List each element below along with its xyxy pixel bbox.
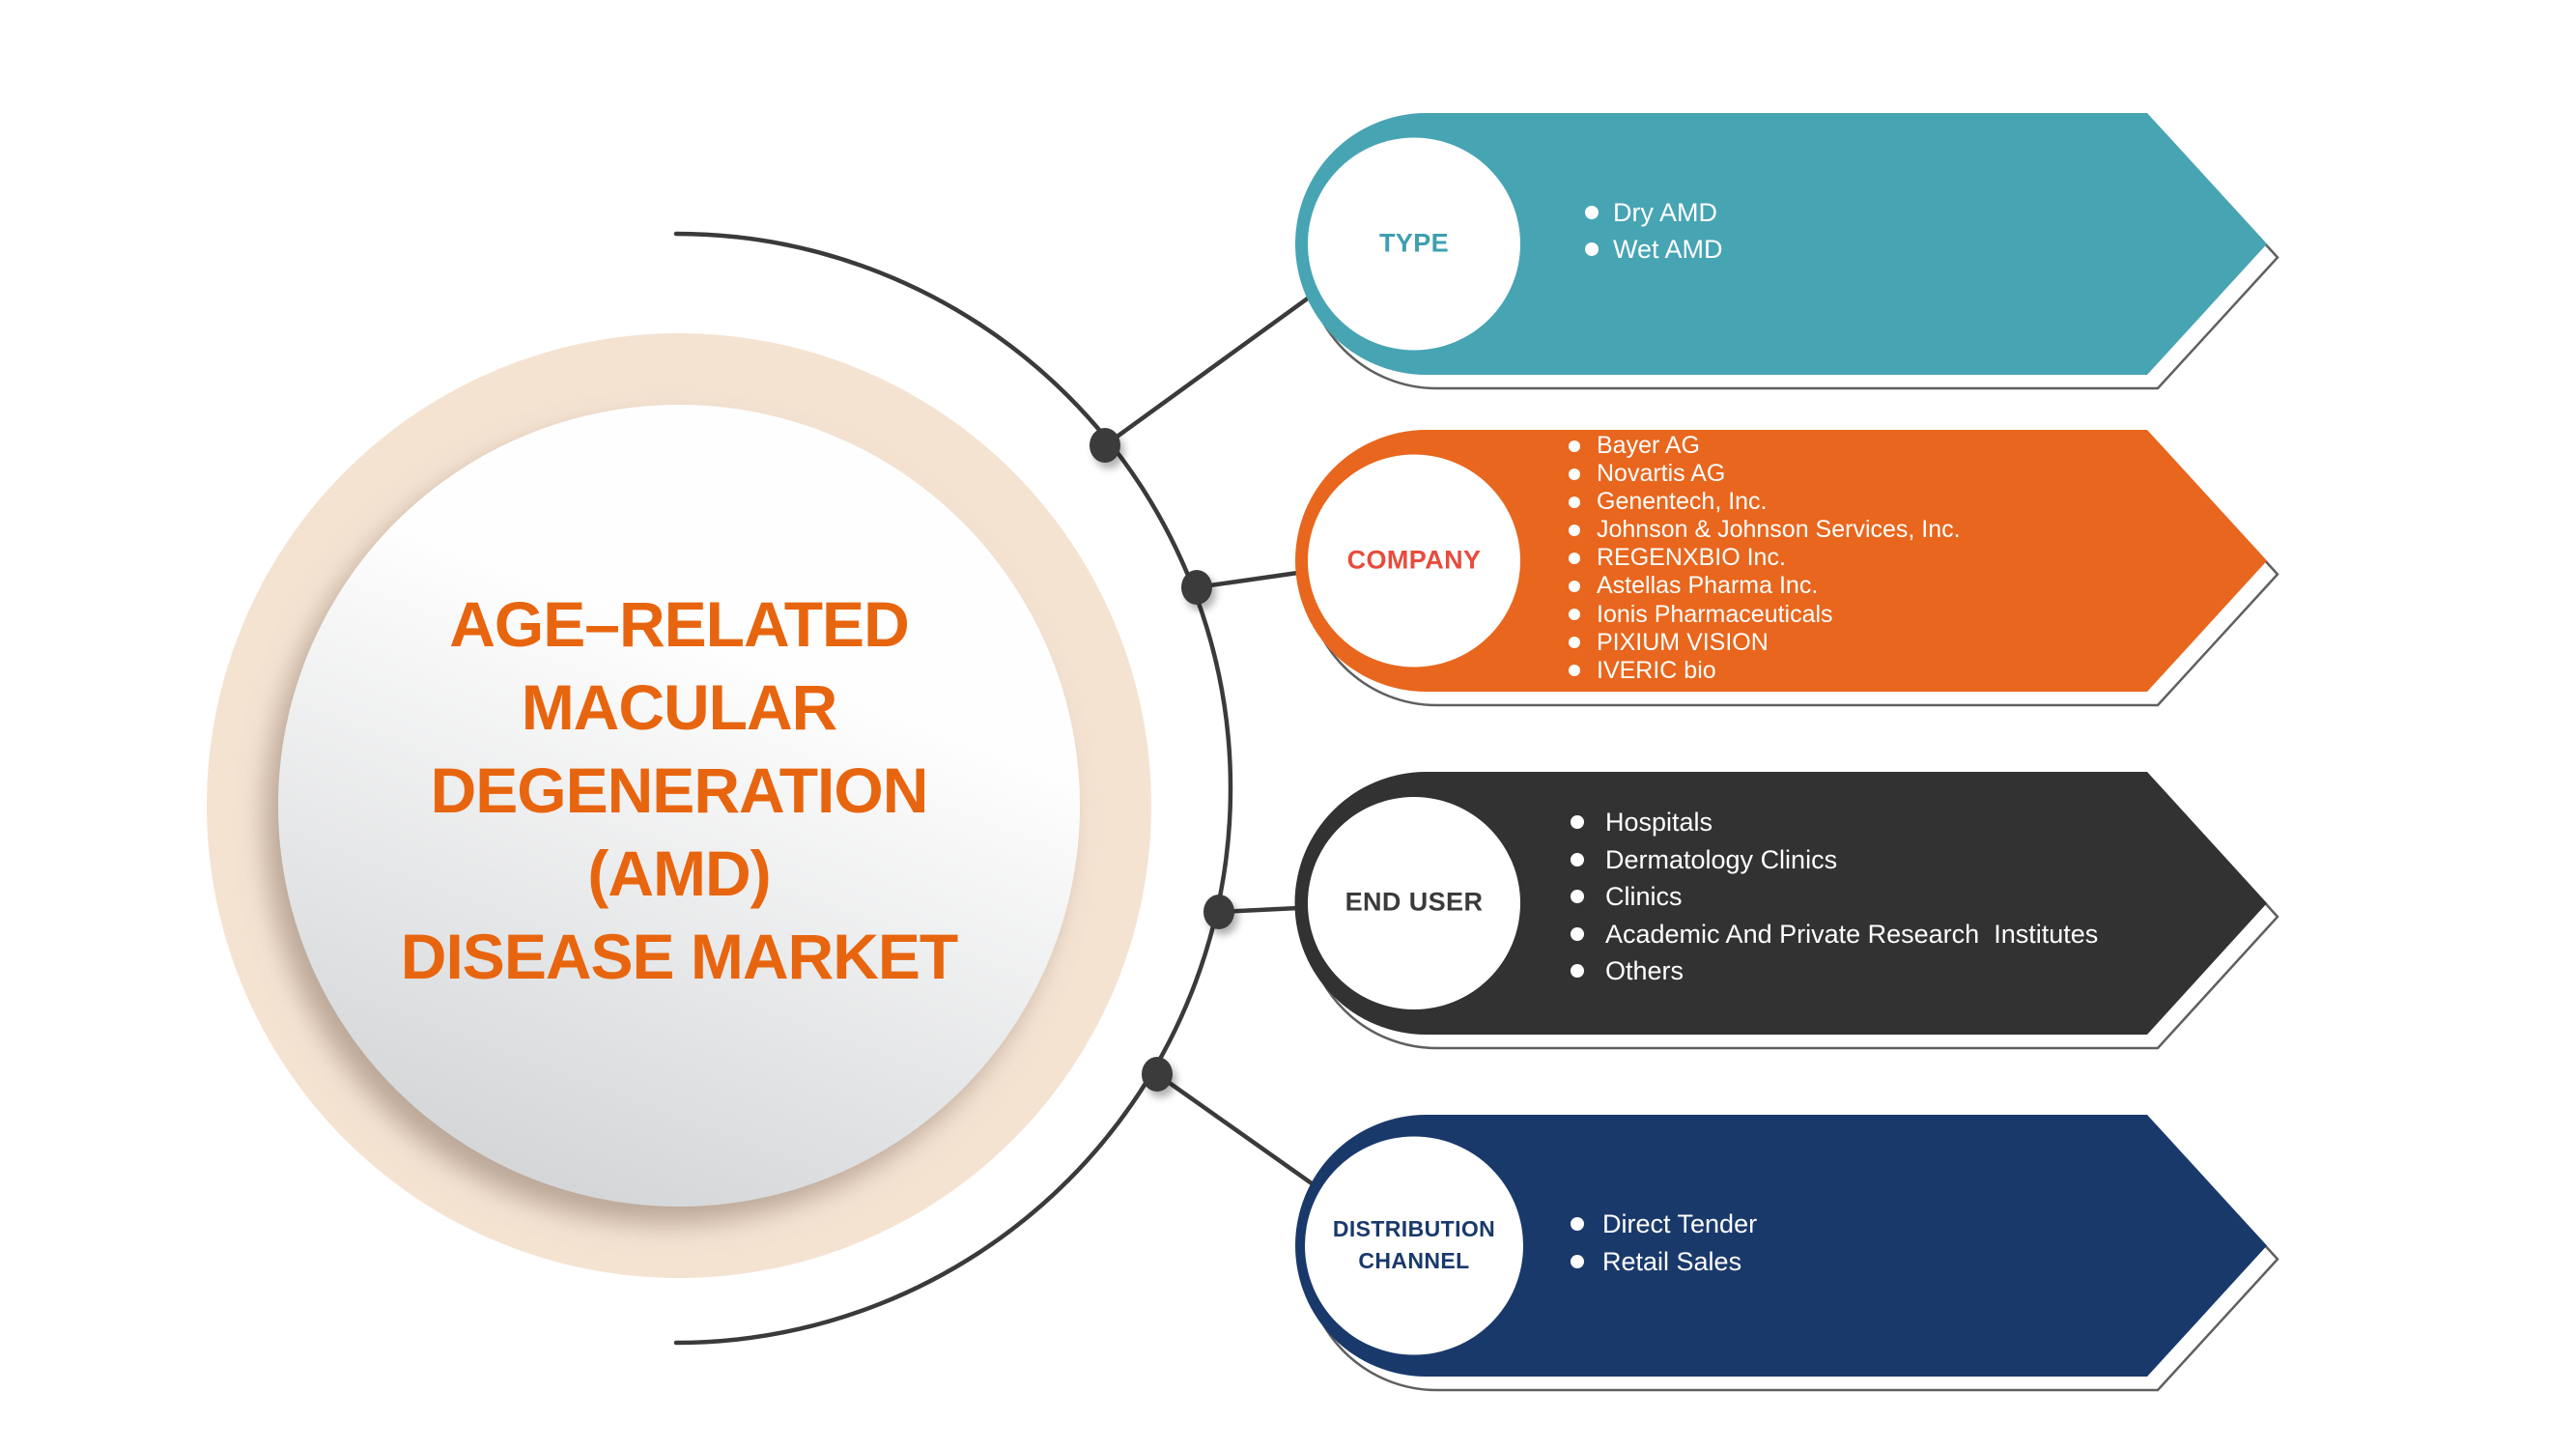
list-item: REGENXBIO Inc. (1569, 544, 1961, 572)
list-item: PIXIUM VISION (1569, 629, 1961, 657)
list-item: Retail Sales (1571, 1243, 1757, 1281)
list-item: Hospitals (1571, 804, 2098, 841)
title-line-4: (AMD) (587, 838, 771, 909)
main-title: AGE–RELATED MACULAR DEGENERATION (AMD) D… (400, 582, 958, 998)
center-circle (278, 405, 1080, 1207)
connector-dot-distribution (1142, 1057, 1173, 1092)
banner-company-label-circle (1308, 454, 1520, 668)
list-item: Wet AMD (1585, 231, 1723, 268)
list-item: Academic And Private Research Institutes (1571, 916, 2098, 953)
list-item: Astellas Pharma Inc. (1569, 572, 1961, 600)
banner-type (1295, 113, 2279, 390)
banner-distribution (1295, 1115, 2279, 1392)
section-label-distribution: DISTRIBUTION CHANNEL (1332, 1216, 1496, 1273)
connector-dot-company (1181, 570, 1212, 605)
list-item: Johnson & Johnson Services, Inc. (1569, 516, 1961, 544)
list-item: Dermatology Clinics (1571, 841, 2098, 879)
title-line-2: MACULAR (521, 671, 838, 743)
list-item: Novartis AG (1569, 460, 1961, 488)
item-list-type: Dry AMD Wet AMD (1585, 194, 1723, 268)
list-item: Genentech, Inc. (1569, 488, 1961, 516)
title-line-5: DISEASE MARKET (400, 921, 958, 992)
list-item: Others (1571, 952, 2098, 990)
list-item: Dry AMD (1585, 194, 1723, 231)
connector-dot-type (1090, 428, 1120, 463)
item-list-end-user: Hospitals Dermatology Clinics Clinics Ac… (1571, 804, 2098, 990)
item-list-company: Bayer AG Novartis AG Genentech, Inc. Joh… (1569, 432, 1961, 685)
section-label-company: COMPANY (1346, 545, 1482, 575)
list-item: IVERIC bio (1569, 657, 1961, 685)
banner-type-shape (1295, 113, 2267, 375)
section-label-end-user: END USER (1345, 887, 1484, 917)
list-item: Direct Tender (1571, 1206, 1757, 1243)
banner-end-user-label-circle (1308, 797, 1520, 1009)
list-item: Ionis Pharmaceuticals (1569, 601, 1961, 629)
banner-distribution-shape (1295, 1115, 2267, 1377)
section-label-type: TYPE (1378, 228, 1450, 258)
banner-distribution-label-circle (1305, 1136, 1523, 1355)
title-line-1: AGE–RELATED (449, 588, 910, 660)
connector-dot-end-user (1203, 895, 1234, 929)
connector-arc (673, 231, 1233, 1346)
item-list-distribution: Direct Tender Retail Sales (1571, 1206, 1757, 1280)
list-item: Clinics (1571, 878, 2098, 916)
title-line-3: DEGENERATION (430, 754, 929, 826)
banner-type-label-circle (1308, 137, 1520, 351)
list-item: Bayer AG (1569, 432, 1961, 460)
